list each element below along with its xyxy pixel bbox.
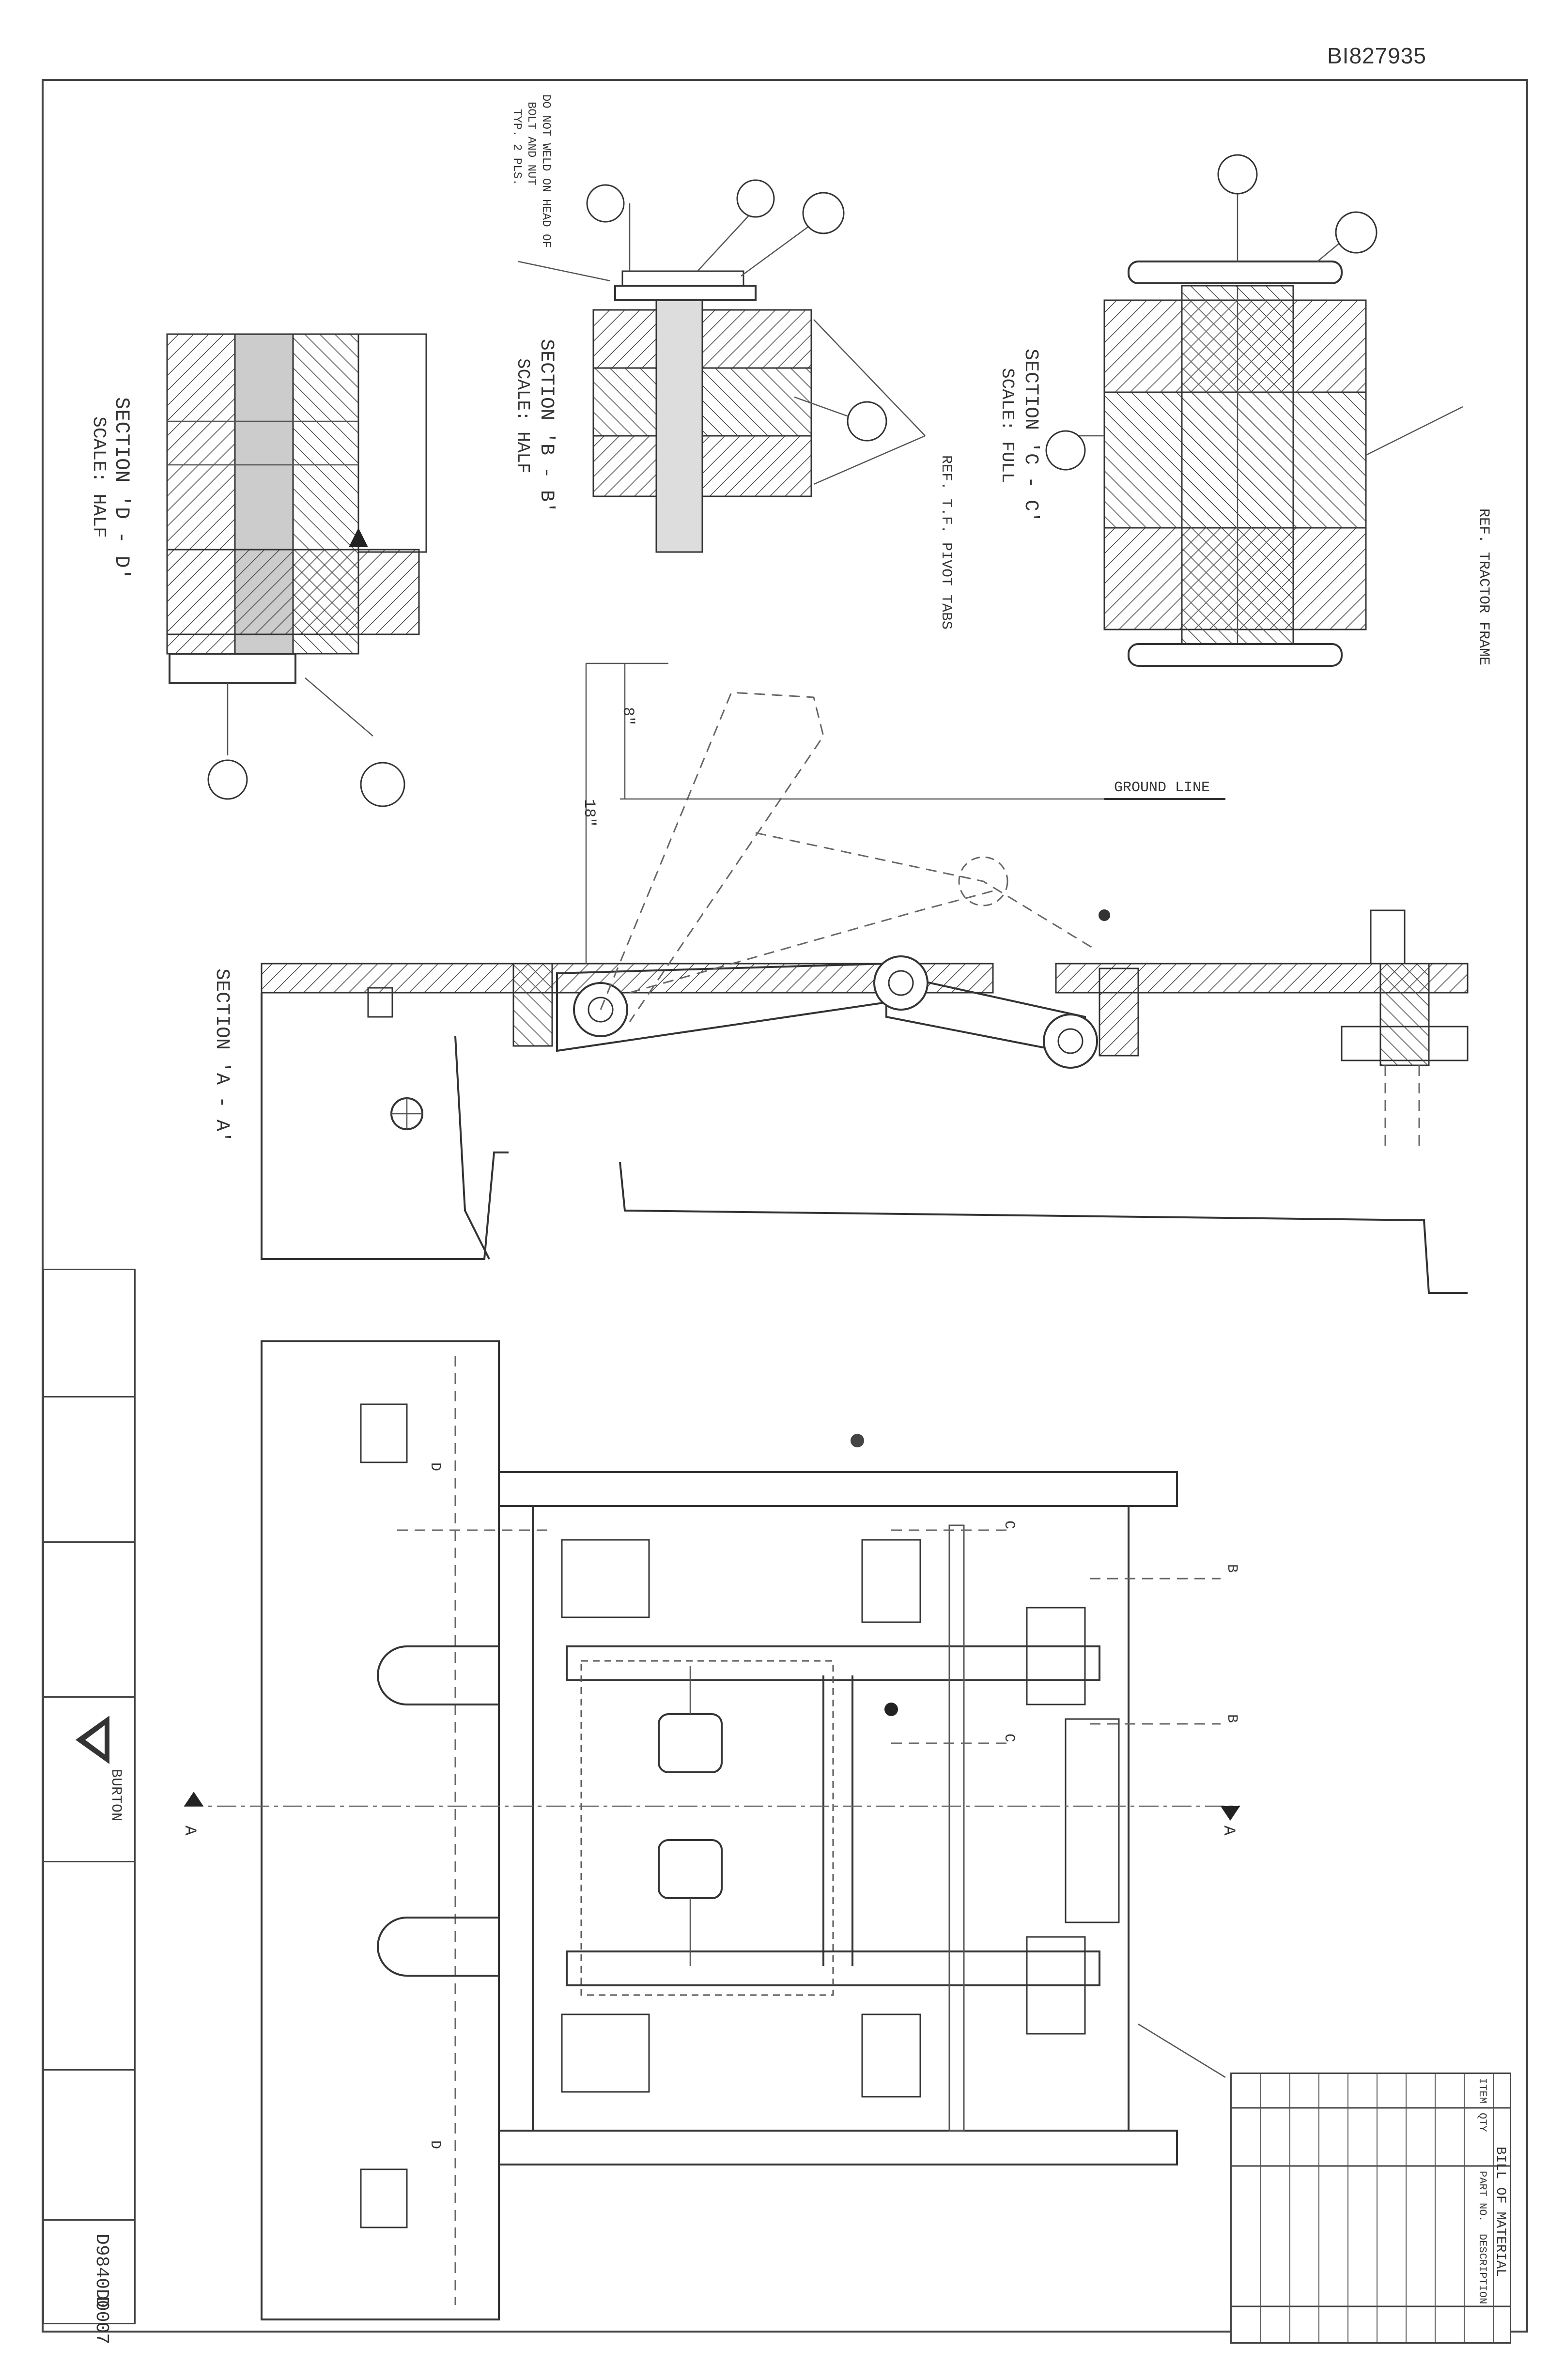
section-b-title: SECTION 'B - B' — [535, 339, 557, 514]
plan-view — [184, 1340, 1246, 2320]
section-d-scale: SCALE: HALF — [88, 416, 109, 538]
section-b-scale: SCALE: HALF — [513, 358, 533, 474]
section-marker-d-top: D — [427, 1462, 443, 1472]
section-marker-b-bottom: B — [1223, 1714, 1240, 1723]
revision-letter: D — [91, 2297, 112, 2308]
sheet-border — [42, 79, 1528, 2333]
section-marker-a-left: A — [180, 1826, 199, 1836]
section-marker-a-right: A — [1219, 1826, 1238, 1836]
ref-tractor-frame-note: REF. TRACTOR FRAME — [1475, 508, 1492, 666]
bom-col-item: ITEM — [1476, 2078, 1488, 2104]
bom-grid — [1232, 2074, 1510, 2342]
title-block: BURTON D9840D0007 D — [43, 1269, 136, 2344]
dimension-18: 18" — [580, 799, 598, 827]
section-d-d-view — [166, 333, 427, 807]
section-marker-b-top: B — [1223, 1564, 1240, 1573]
section-b-b-view — [518, 179, 926, 553]
company-logo — [71, 1706, 114, 1774]
weld-note-line-1: DO NOT WELD ON HEAD OF — [539, 94, 552, 248]
section-a-title: SECTION 'A - A' — [211, 968, 232, 1143]
document-number: BI827935 — [1327, 43, 1426, 68]
section-c-title: SECTION 'C - C' — [1020, 349, 1041, 523]
ground-line-label: GROUND LINE — [1114, 780, 1210, 796]
section-c-scale: SCALE: FULL — [997, 368, 1017, 483]
section-marker-c-top: C — [1001, 1520, 1017, 1530]
section-marker-c-bottom: C — [1001, 1734, 1017, 1743]
section-a-a-view — [261, 662, 1469, 1294]
weld-note-line-2: BOLT AND NUT — [525, 102, 538, 185]
drawing-number: D9840D0007 — [91, 2234, 112, 2345]
ref-pivot-tabs-note: REF. T.F. PIVOT TABS — [938, 455, 954, 630]
bom-header: BILL OF MATERIAL — [1493, 2147, 1508, 2277]
bom-col-part-no: PART NO. — [1476, 2171, 1488, 2222]
section-marker-d-bottom: D — [427, 2140, 443, 2150]
company-name: BURTON — [108, 1769, 124, 1822]
bom-col-description: DESCRIPTION — [1476, 2234, 1488, 2304]
weld-note-line-3: TYP. 2 PLS. — [510, 109, 523, 186]
burton-logo-icon — [76, 1716, 109, 1764]
bom-col-qty: QTY — [1476, 2113, 1488, 2132]
section-d-title: SECTION 'D - D' — [110, 397, 133, 581]
dimension-8: 8" — [619, 707, 637, 726]
bill-of-materials-table: BILL OF MATERIAL ITEM QTY PART NO. DESCR… — [1230, 2073, 1511, 2344]
section-c-c-view — [1045, 154, 1463, 667]
